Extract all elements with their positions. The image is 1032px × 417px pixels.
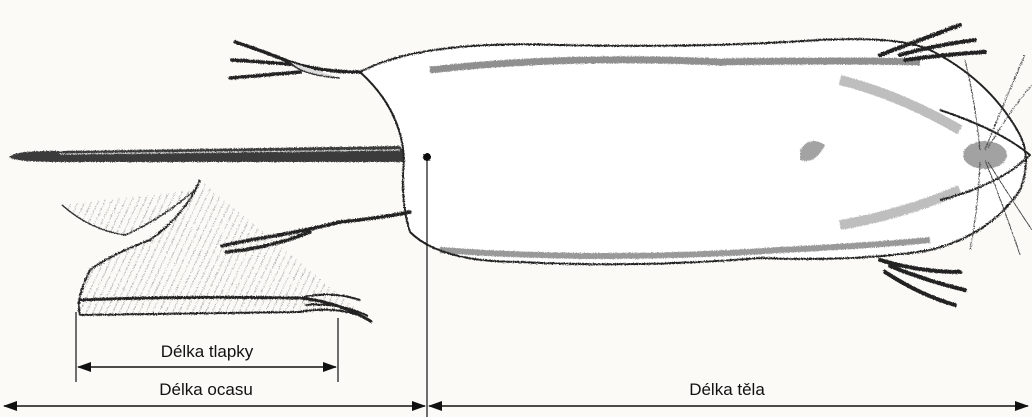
tail-length-label: Délka ocasu — [159, 380, 253, 399]
body — [360, 39, 1026, 264]
body-length-label: Délka těla — [689, 380, 765, 399]
paw-length-label: Délka tlapky — [161, 342, 254, 361]
